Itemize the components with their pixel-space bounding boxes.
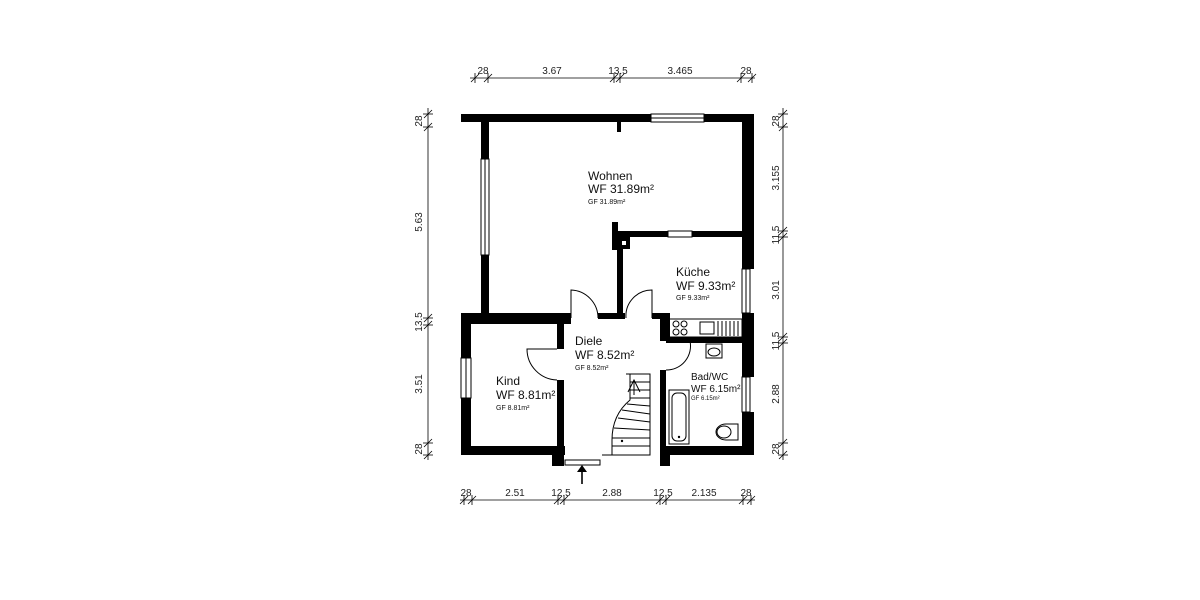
dim-right-2: 3.155 <box>771 165 782 190</box>
entrance-arrow-icon <box>577 465 587 484</box>
dim-left-1: 28 <box>414 115 425 127</box>
kitchen-counter <box>667 318 743 338</box>
room-wohnen-wf: WF 31.89m² <box>588 182 654 196</box>
dimension-top: 28 3.67 13.5 3.465 28 <box>470 66 757 83</box>
doors <box>526 289 692 381</box>
dim-left-2: 5.63 <box>414 212 425 232</box>
room-wohnen-gf: GF 31.89m² <box>588 199 626 206</box>
dimension-bottom: 28 2.51 12.5 2.88 12.5 2.135 28 <box>459 488 756 505</box>
dim-top-1: 28 <box>477 66 489 77</box>
room-kind-gf: GF 8.81m² <box>496 405 530 412</box>
room-bad-name: Bad/WC <box>691 372 728 383</box>
dimension-left: 28 5.63 13.5 3.51 28 <box>414 108 433 460</box>
dim-right-6: 2.88 <box>771 384 782 404</box>
dim-top-2: 3.67 <box>542 66 562 77</box>
dim-bottom-3: 12.5 <box>551 488 571 499</box>
room-kind-name: Kind <box>496 374 520 388</box>
dim-right-1: 28 <box>771 115 782 127</box>
room-kueche-name: Küche <box>676 265 710 279</box>
dim-left-5: 28 <box>414 443 425 455</box>
dim-bottom-1: 28 <box>460 488 472 499</box>
room-bad-wf: WF 6.15m² <box>691 384 741 395</box>
dim-left-3: 13.5 <box>414 312 425 332</box>
walls <box>460 113 754 466</box>
room-diele-name: Diele <box>575 334 603 348</box>
dim-right-5: 11.5 <box>771 331 782 350</box>
room-kueche: Küche WF 9.33m² GF 9.33m² <box>676 265 735 302</box>
room-kind-wf: WF 8.81m² <box>496 388 555 402</box>
room-kueche-gf: GF 9.33m² <box>676 295 710 302</box>
dim-right-7: 28 <box>771 443 782 455</box>
dim-left-4: 3.51 <box>414 374 425 394</box>
dim-bottom-6: 2.135 <box>691 488 716 499</box>
room-bad: Bad/WC WF 6.15m² GF 6.15m² <box>691 372 741 402</box>
room-wohnen: Wohnen WF 31.89m² GF 31.89m² <box>588 169 654 206</box>
room-kind: Kind WF 8.81m² GF 8.81m² <box>496 374 555 412</box>
dim-top-4: 3.465 <box>667 66 692 77</box>
staircase <box>602 373 651 456</box>
dim-bottom-4: 2.88 <box>602 488 622 499</box>
dim-right-4: 3.01 <box>771 280 782 300</box>
room-bad-gf: GF 6.15m² <box>691 396 720 402</box>
dim-bottom-5: 12.5 <box>653 488 673 499</box>
dim-top-5: 28 <box>740 66 752 77</box>
dim-right-3: 11.5 <box>771 225 782 244</box>
dim-bottom-7: 28 <box>740 488 752 499</box>
room-diele-wf: WF 8.52m² <box>575 348 634 362</box>
bathroom-fixtures <box>620 343 739 445</box>
room-diele-gf: GF 8.52m² <box>575 365 609 372</box>
dim-top-3: 13.5 <box>608 66 628 77</box>
room-wohnen-name: Wohnen <box>588 169 632 183</box>
dim-bottom-2: 2.51 <box>505 488 525 499</box>
room-diele: Diele WF 8.52m² GF 8.52m² <box>575 334 634 372</box>
dimension-right: 28 3.155 11.5 3.01 11.5 2.88 28 <box>771 108 788 460</box>
room-kueche-wf: WF 9.33m² <box>676 279 735 293</box>
